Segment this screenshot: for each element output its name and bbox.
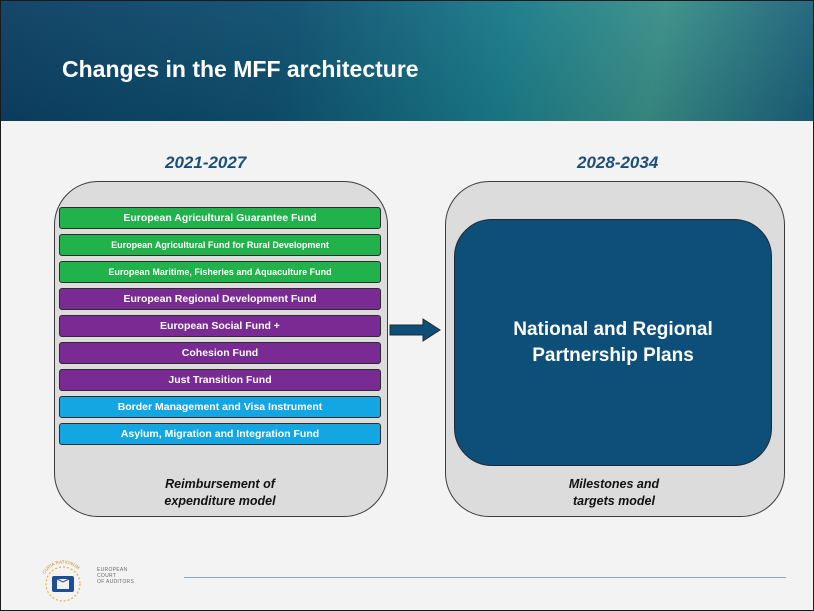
fund-item: Cohesion Fund: [59, 342, 381, 364]
fund-item: Asylum, Migration and Integration Fund: [59, 423, 381, 445]
partnership-plans-line: Partnership Plans: [532, 344, 694, 366]
logo-line: OF AUDITORS: [97, 579, 135, 585]
logo-line: EUROPEAN: [97, 567, 128, 573]
caption-left: Reimbursement of expenditure model: [54, 476, 386, 510]
fund-item: European Agricultural Guarantee Fund: [59, 207, 381, 229]
period-label-right: 2028-2034: [577, 153, 659, 172]
caption-right-line: Milestones and: [568, 477, 660, 491]
slide-title: Changes in the MFF architecture: [62, 56, 419, 82]
logo-line: COURT: [97, 573, 117, 579]
partnership-plans-box: National and Regional Partnership Plans: [454, 219, 772, 466]
fund-item: Border Management and Visa Instrument: [59, 396, 381, 418]
eca-logo-icon: CURIA RATIONUM: [41, 560, 81, 602]
fund-item: European Regional Development Fund: [59, 288, 381, 310]
caption-left-line: expenditure model: [164, 494, 276, 508]
caption-right: Milestones and targets model: [445, 476, 783, 510]
right-arrow-icon: [389, 318, 441, 342]
caption-right-line: targets model: [573, 494, 655, 508]
fund-item: European Agricultural Fund for Rural Dev…: [59, 234, 381, 256]
fund-item: European Maritime, Fisheries and Aquacul…: [59, 261, 381, 283]
caption-left-line: Reimbursement of: [165, 477, 275, 491]
footer-divider: [184, 577, 786, 578]
title-banner: [1, 1, 813, 121]
fund-item: European Social Fund +: [59, 315, 381, 337]
partnership-plans-line: National and Regional: [513, 318, 713, 340]
fund-list: European Agricultural Guarantee Fund Eur…: [59, 207, 381, 450]
period-label-left: 2021-2027: [165, 153, 247, 172]
fund-item: Just Transition Fund: [59, 369, 381, 391]
partnership-plans-text: National and Regional Partnership Plans: [483, 317, 743, 369]
eca-logo-text: EUROPEAN COURT OF AUDITORS: [97, 567, 134, 585]
